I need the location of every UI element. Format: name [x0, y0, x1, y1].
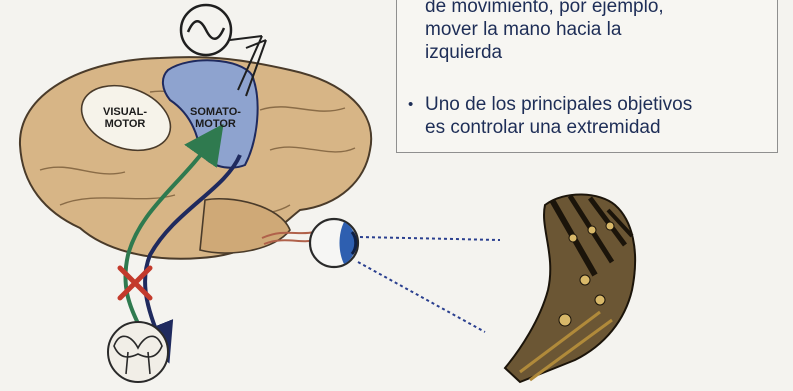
sine-wave-icon — [181, 5, 231, 55]
somatomotor-label-line2: MOTOR — [190, 118, 241, 130]
somatomotor-label-line1: SOMATO- — [190, 106, 241, 118]
visualmotor-label-line1: VISUAL- — [103, 106, 147, 118]
spinal-cord-section-icon — [108, 322, 168, 382]
eye-icon — [310, 219, 358, 267]
sight-line-upper — [360, 237, 500, 240]
visualmotor-label: VISUAL- MOTOR — [103, 106, 147, 130]
robotic-arm-icon — [505, 194, 635, 382]
somatomotor-label: SOMATO- MOTOR — [190, 106, 241, 130]
visualmotor-label-line2: MOTOR — [103, 118, 147, 130]
sight-line-lower — [358, 262, 485, 332]
